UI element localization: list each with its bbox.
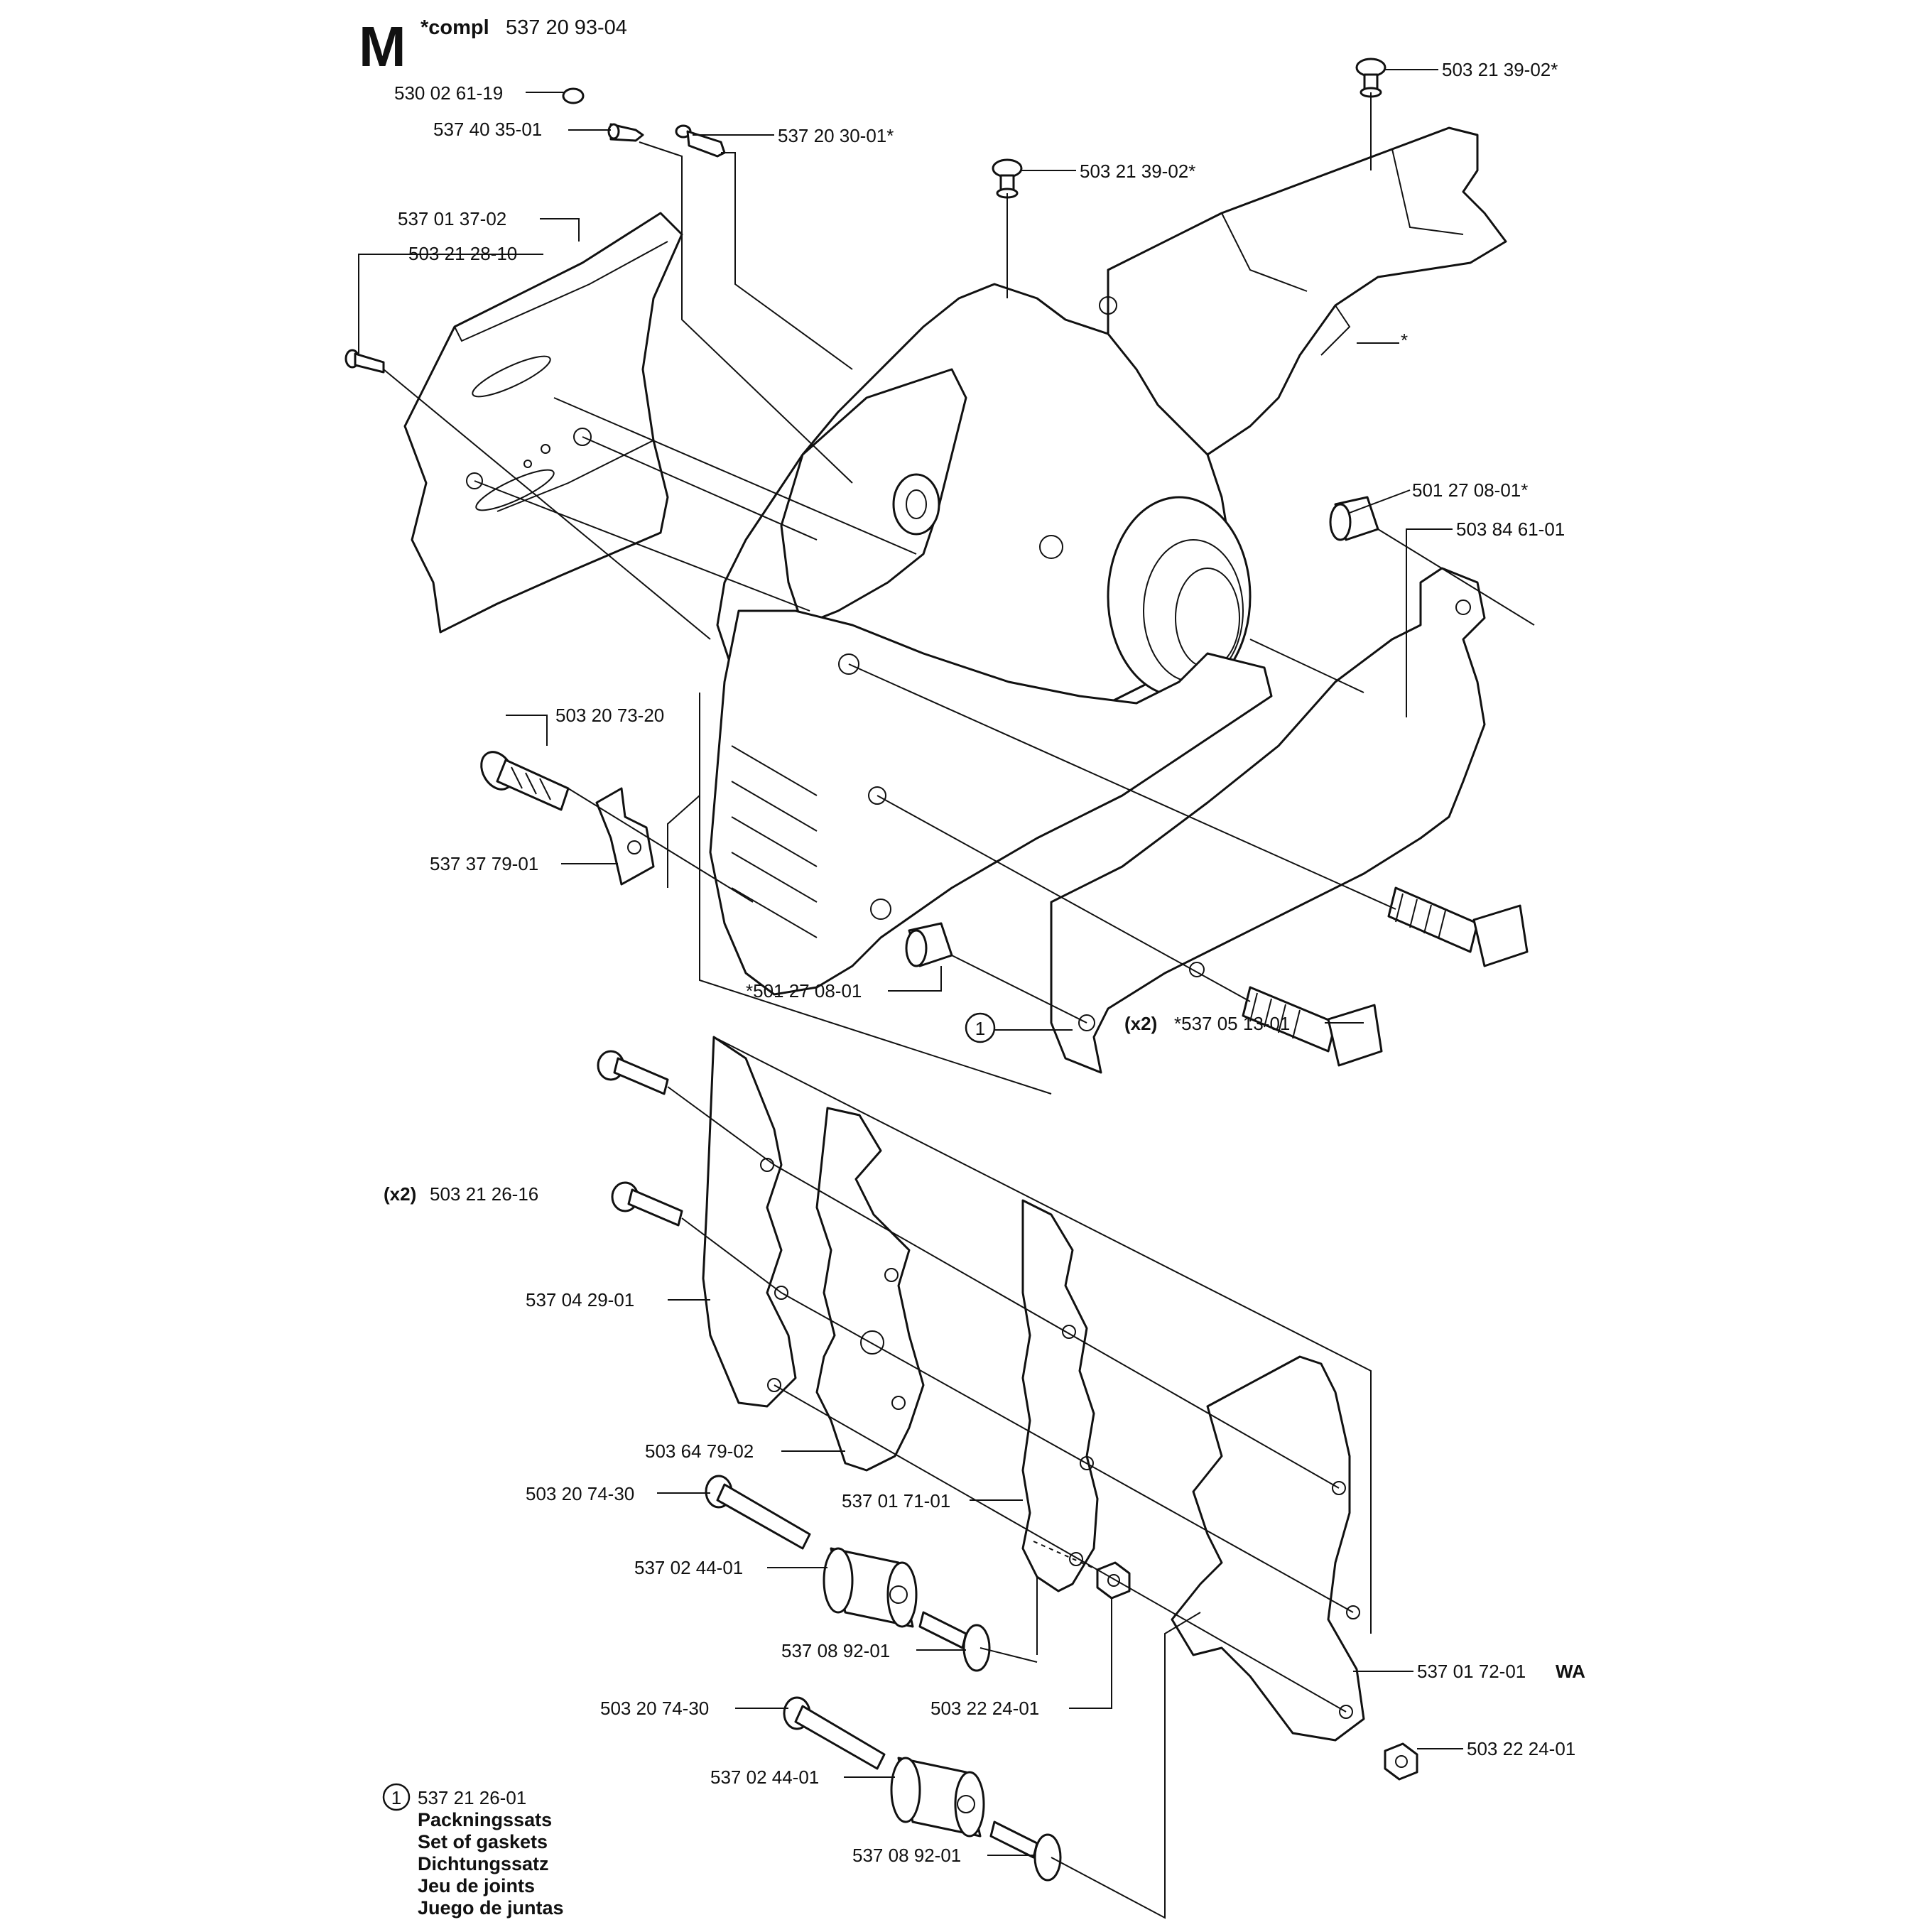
screw-503213902-top [1355,58,1386,98]
label-503207430-a: 503 20 74-30 [526,1483,634,1504]
assembly-lines [383,92,1535,1919]
screw-503212616-a [597,1050,669,1095]
spacer-537024401-a [823,1547,918,1628]
label-503212810: 503 21 28-10 [408,243,517,264]
gasket-set-legend: 1 537 21 26-01 Packningssats Set of gask… [382,1783,564,1919]
label-501270801-right: 501 27 08-01* [1412,479,1528,501]
crankcase [709,126,1507,996]
nut-503222401-b [1384,1742,1418,1781]
gasket-1 [1050,567,1486,1074]
label-537203001: 537 20 30-01* [778,125,894,146]
plate-537042901 [702,1036,797,1408]
pin-537403501 [607,123,644,142]
bushing-537089201-b [989,1820,1062,1882]
legend-circle [382,1783,411,1811]
stud-537203001 [675,124,726,158]
spacer-537024401-b [890,1757,985,1838]
legend-circle-number: 1 [391,1787,401,1808]
label-wa: WA [1556,1661,1585,1682]
legend-line-5: Juego de juntas [418,1897,564,1919]
callout-number-1: 1 [975,1018,985,1039]
screen-530026119 [562,87,585,104]
label-537017201: 537 01 72-01 [1417,1661,1526,1682]
legend-part-number: 537 21 26-01 [418,1787,526,1808]
nut-503222401-a [1096,1561,1131,1600]
bushing-537089201-a [918,1611,991,1672]
sleeve-501270801-left [905,922,953,967]
label-537377901: 537 37 79-01 [430,853,538,874]
label-503213902-mid: 503 21 39-02* [1080,161,1195,182]
label-537403501: 537 40 35-01 [433,119,542,140]
screw-503212616-b [611,1181,683,1227]
label-503222401-b: 503 22 24-01 [1467,1738,1575,1759]
callout-circle-1 [965,1012,996,1043]
label-star: * [1401,330,1408,351]
compl-prefix: *compl [420,16,489,39]
chain-guide-plate [403,212,683,634]
label-x2-a: (x2) [1124,1013,1157,1034]
label-501270801-left: *501 27 08-01 [746,980,862,1002]
bolt-537051301-b [1242,986,1383,1067]
screw-503207430-b [783,1696,886,1770]
label-503647902: 503 64 79-02 [645,1440,754,1462]
label-503212616: 503 21 26-16 [430,1183,538,1205]
label-537024401-b: 537 02 44-01 [710,1767,819,1788]
label-503207320: 503 20 73-20 [555,705,664,726]
label-537024401-a: 537 02 44-01 [634,1557,743,1578]
sleeve-501270801-right [1329,496,1379,541]
compl-number: 537 20 93-04 [506,16,627,39]
label-503213902-top: 503 21 39-02* [1442,59,1558,80]
legend-line-1: Packningssats [418,1809,552,1830]
diagram-letter: M [359,15,406,78]
label-x2-b: (x2) [384,1183,416,1205]
label-503222401-a: 503 22 24-01 [930,1698,1039,1719]
legend-line-2: Set of gaskets [418,1831,548,1852]
label-537051301: *537 05 13-01 [1174,1013,1290,1034]
label-503846101: 503 84 61-01 [1456,519,1565,540]
plate-537017201 [1171,1355,1365,1742]
plate-503647902 [815,1107,925,1472]
label-537089201-b: 537 08 92-01 [852,1845,961,1866]
screw-503207320 [480,751,570,811]
label-537089201-a: 537 08 92-01 [781,1640,890,1661]
label-530026119: 530 02 61-19 [394,82,503,104]
screw-503213902-mid [992,158,1023,199]
label-503207430-b: 503 20 74-30 [600,1698,709,1719]
legend-line-3: Dichtungssatz [418,1853,549,1874]
plate-537017101 [1021,1199,1099,1592]
label-537013702: 537 01 37-02 [398,208,506,229]
bolt-537051301-a [1387,886,1529,967]
bracket-537377901 [595,787,655,886]
screw-503207430-a [705,1475,811,1550]
leader-lines [358,69,1463,1856]
screw-503212810 [344,349,385,374]
label-537017101: 537 01 71-01 [842,1490,950,1512]
part-labels: 530 02 61-19 537 40 35-01 537 20 30-01* … [384,59,1585,1866]
legend-line-4: Jeu de joints [418,1875,535,1896]
label-537042901: 537 04 29-01 [526,1289,634,1310]
